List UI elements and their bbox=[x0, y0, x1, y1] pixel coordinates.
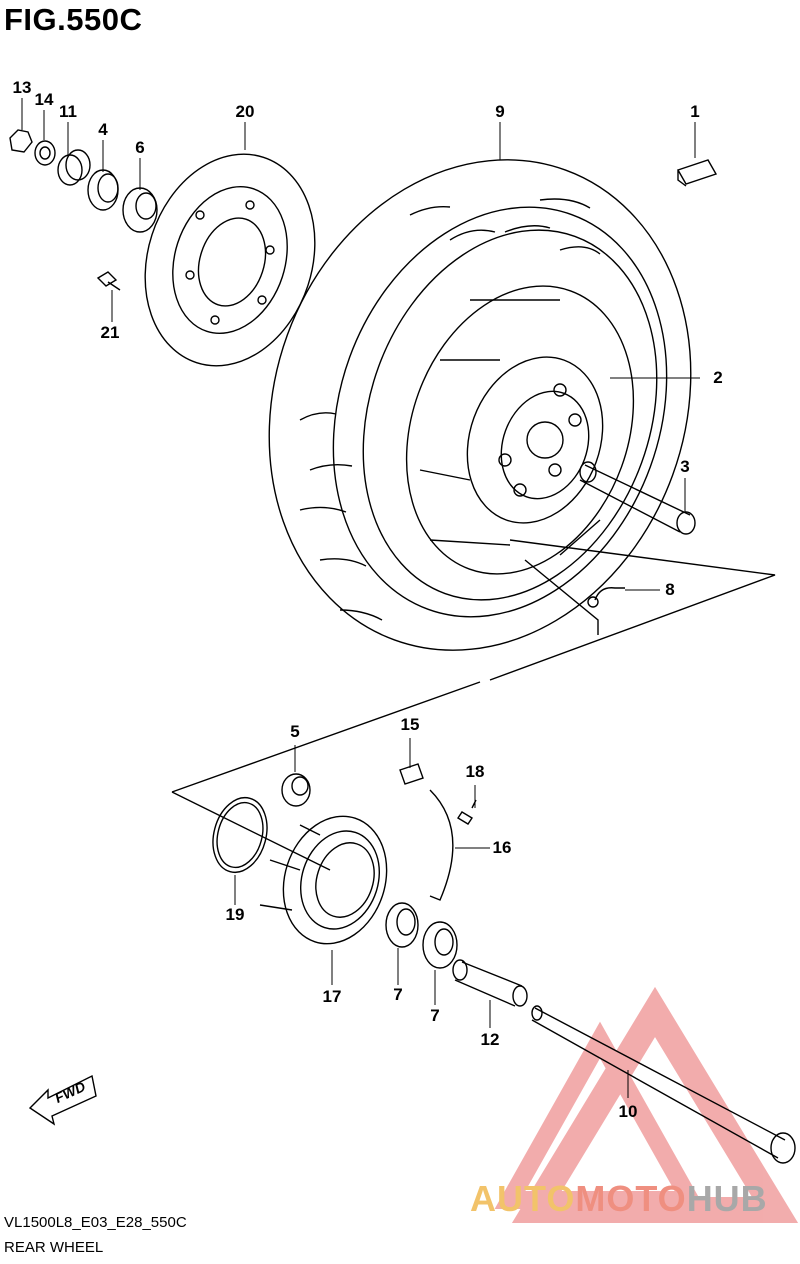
brake-disc bbox=[144, 153, 316, 367]
model-code: VL1500L8_E03_E28_550C bbox=[4, 1214, 187, 1231]
axle-sleeve bbox=[579, 461, 696, 535]
spacer-12 bbox=[452, 959, 528, 1007]
watermark-moto: MOTO bbox=[575, 1178, 687, 1219]
spacer bbox=[57, 149, 91, 186]
figure-title: FIG.550C bbox=[4, 2, 143, 37]
callout-1[interactable]: 1 bbox=[690, 102, 700, 121]
bearing-lower-a bbox=[385, 902, 419, 948]
callout-7a[interactable]: 7 bbox=[393, 985, 403, 1004]
callout-5[interactable]: 5 bbox=[290, 722, 300, 741]
watermark-logo bbox=[494, 986, 799, 1223]
disc-bolt bbox=[96, 271, 121, 291]
callout-7b[interactable]: 7 bbox=[430, 1006, 440, 1025]
callout-15[interactable]: 15 bbox=[400, 715, 420, 734]
callout-10[interactable]: 10 bbox=[618, 1102, 638, 1121]
watermark-hub: HUB bbox=[686, 1178, 768, 1219]
axle-nut bbox=[9, 129, 33, 153]
callout-21[interactable]: 21 bbox=[100, 323, 120, 342]
rear-axle bbox=[531, 1005, 796, 1164]
valve bbox=[587, 587, 625, 608]
callout-14[interactable]: 14 bbox=[34, 90, 54, 109]
callout-20[interactable]: 20 bbox=[235, 102, 255, 121]
damper-bush bbox=[281, 773, 311, 807]
wheel-rim bbox=[405, 285, 635, 575]
exploded-plane-lines bbox=[171, 539, 776, 871]
callout-8[interactable]: 8 bbox=[665, 580, 675, 599]
o-ring bbox=[212, 796, 268, 874]
callout-2[interactable]: 2 bbox=[713, 368, 723, 387]
bolt-18 bbox=[457, 799, 477, 825]
callout-3[interactable]: 3 bbox=[680, 457, 690, 476]
washer bbox=[34, 140, 56, 166]
retainer bbox=[429, 789, 454, 901]
lock-washer bbox=[399, 763, 424, 785]
callout-19[interactable]: 19 bbox=[225, 905, 245, 924]
oil-seal bbox=[87, 169, 119, 211]
balance-weight bbox=[676, 159, 718, 187]
leader-lines bbox=[21, 98, 700, 1098]
bearing-lower-b bbox=[422, 921, 458, 969]
callout-12[interactable]: 12 bbox=[480, 1030, 500, 1049]
figure-name: REAR WHEEL bbox=[4, 1239, 104, 1256]
watermark-text: AUTOMOTOHUB bbox=[470, 1178, 768, 1220]
sprocket-mounting-drum bbox=[259, 815, 388, 945]
callout-11[interactable]: 11 bbox=[59, 102, 77, 121]
callout-6[interactable]: 6 bbox=[135, 138, 145, 157]
callout-16[interactable]: 16 bbox=[492, 838, 512, 857]
tire bbox=[268, 159, 692, 651]
fwd-arrow-icon bbox=[28, 1074, 97, 1126]
bearing-top bbox=[122, 187, 158, 233]
callout-17[interactable]: 17 bbox=[322, 987, 342, 1006]
callout-9[interactable]: 9 bbox=[495, 102, 505, 121]
callout-13[interactable]: 13 bbox=[12, 78, 32, 97]
callout-18[interactable]: 18 bbox=[465, 762, 485, 781]
callout-4[interactable]: 4 bbox=[98, 120, 108, 139]
watermark-auto: AUTO bbox=[470, 1178, 576, 1219]
